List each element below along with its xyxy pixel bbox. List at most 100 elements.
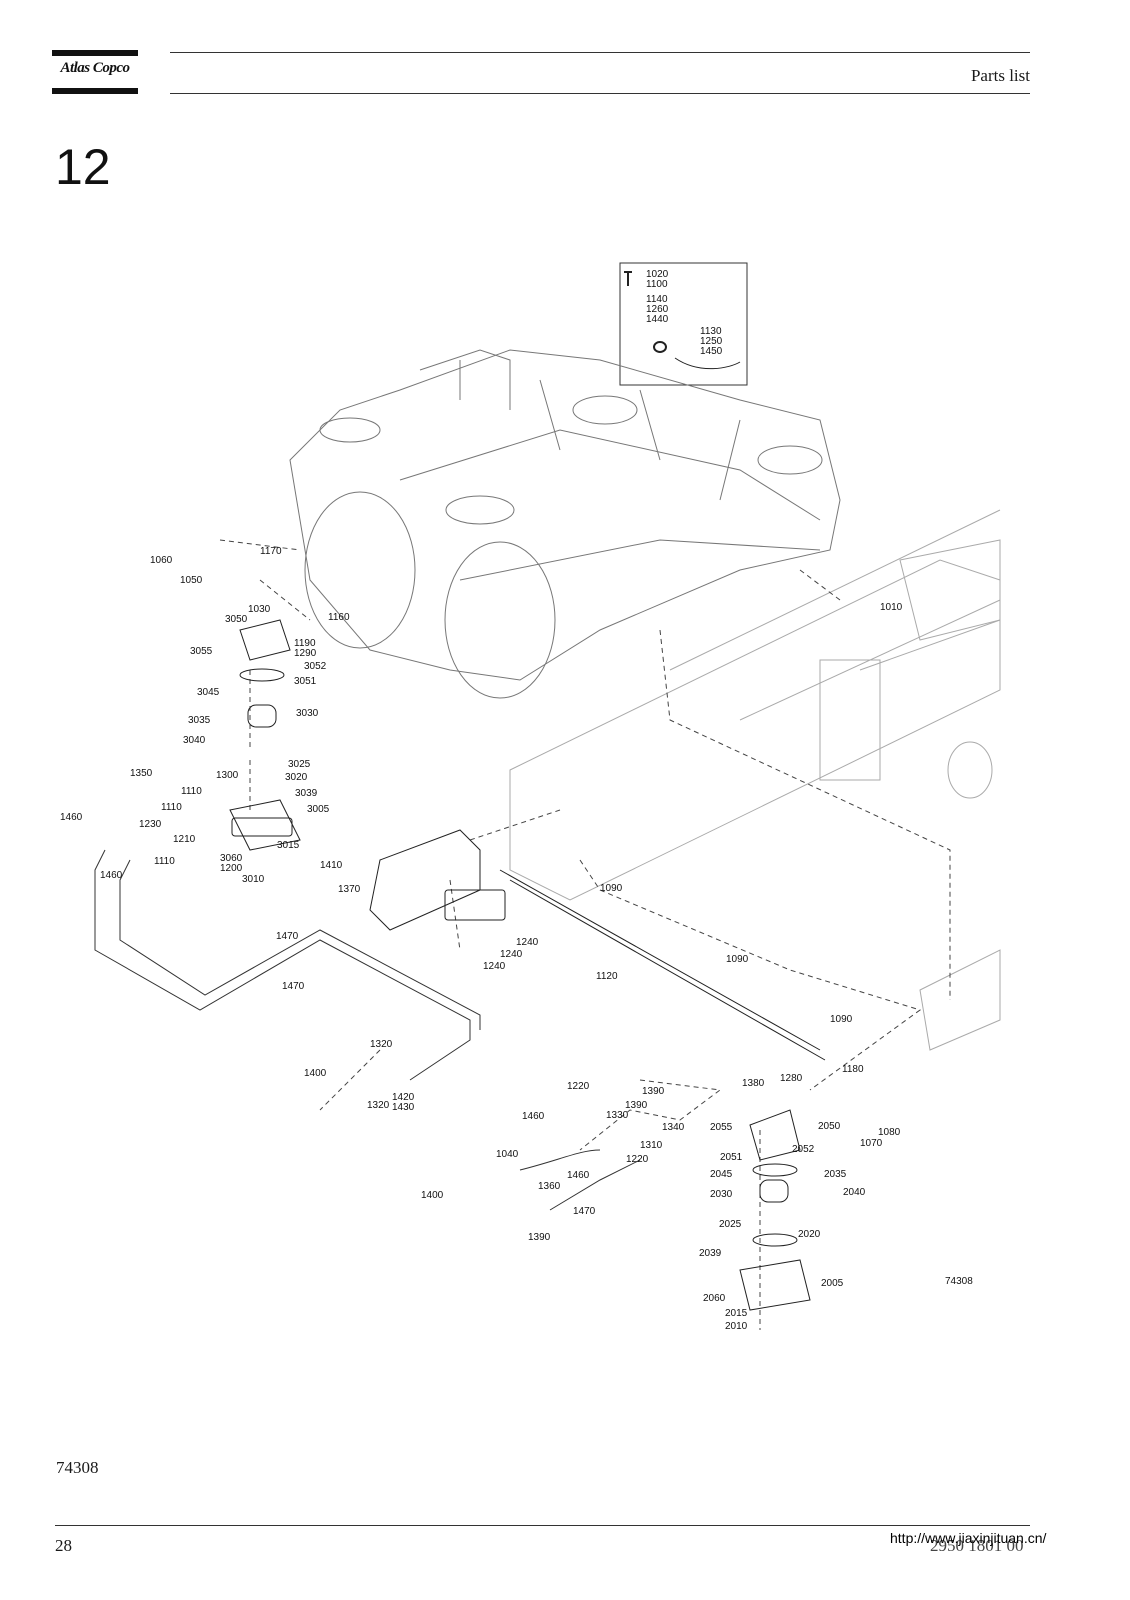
callout: 1460 (60, 812, 83, 823)
callout: 1110 (161, 802, 182, 813)
callout: 2035 (824, 1169, 847, 1180)
callout: 3052 (304, 661, 327, 672)
callout: 1050 (180, 575, 203, 586)
callout: 1210 (173, 834, 196, 845)
callout: 2010 (725, 1321, 748, 1332)
logo-text: Atlas Copco (60, 60, 130, 76)
callout: 3050 (225, 614, 248, 625)
callout: 1360 (538, 1181, 561, 1192)
callout: 3045 (197, 687, 220, 698)
callout: 1180 (842, 1064, 864, 1075)
callout: 3035 (188, 715, 211, 726)
callout: 1330 (606, 1110, 629, 1121)
callout: 1100 (646, 279, 668, 290)
callout: 3020 (285, 772, 308, 783)
callout: 1140 (646, 294, 668, 305)
frame-structure (509, 509, 1001, 1051)
callout: 3005 (307, 804, 330, 815)
callout: 3039 (295, 788, 318, 799)
callout: 1040 (496, 1149, 519, 1160)
callout: 1260 (646, 304, 669, 315)
callout: 1390 (528, 1232, 551, 1243)
callout: 2030 (710, 1189, 733, 1200)
callout: 1220 (626, 1154, 649, 1165)
watermark-url: http://www.jiaxinjituan.cn/ (890, 1530, 1047, 1546)
callout: 1160 (328, 612, 350, 623)
callout: 1200 (220, 863, 243, 874)
callout: 1090 (726, 954, 749, 965)
atlas-copco-logo: Atlas Copco (52, 50, 138, 94)
callout: 3010 (242, 874, 265, 885)
header-rule-top (170, 52, 1030, 53)
callout: 1170 (260, 546, 282, 557)
callout: 1400 (421, 1190, 444, 1201)
hose-lines (94, 849, 641, 1211)
callout: 2055 (710, 1122, 733, 1133)
logo-bar-bottom (52, 88, 138, 94)
callout: 1060 (150, 555, 173, 566)
callout: 1320 (370, 1039, 393, 1050)
valve-block (369, 829, 506, 931)
callout: 1030 (248, 604, 271, 615)
figure-reference: 74308 (56, 1458, 99, 1477)
callout: 3015 (277, 840, 300, 851)
header-rule-bottom (170, 93, 1030, 94)
callout: 1410 (320, 860, 343, 871)
callout: 1460 (522, 1111, 545, 1122)
callout: 2020 (798, 1229, 821, 1240)
callout: 1240 (500, 949, 523, 960)
document-number: 2950 1801 00 (930, 1536, 1024, 1555)
callout: 1470 (276, 931, 299, 942)
callout: 1110 (154, 856, 175, 867)
callout: 1250 (700, 336, 723, 347)
callout: 2015 (725, 1308, 748, 1319)
callout: 2052 (792, 1144, 815, 1155)
callout: 3040 (183, 735, 206, 746)
callout: 1460 (567, 1170, 590, 1181)
callout: 1310 (640, 1140, 663, 1151)
callout: 1390 (625, 1100, 648, 1111)
callout: 2050 (818, 1121, 841, 1132)
callout: 2045 (710, 1169, 733, 1180)
callout: 1110 (181, 786, 202, 797)
logo-bar-top (52, 50, 138, 56)
callout: 1460 (100, 870, 123, 881)
callout: 1090 (830, 1014, 853, 1025)
callout: 1070 (860, 1138, 883, 1149)
callout: 3025 (288, 759, 311, 770)
callout: 1240 (483, 961, 506, 972)
callout: 1390 (642, 1086, 665, 1097)
callout: 3051 (294, 676, 317, 687)
callout: 1320 (367, 1100, 390, 1111)
compressor-housing (289, 349, 841, 699)
callout: 1090 (600, 883, 623, 894)
callout: 1300 (216, 770, 239, 781)
footer-rule (55, 1525, 1030, 1526)
callout: 1290 (294, 648, 317, 659)
callout: 3030 (296, 708, 319, 719)
page-number: 28 (55, 1536, 72, 1555)
callout: 74308 (945, 1276, 973, 1287)
callout: 1010 (880, 602, 903, 613)
header-title: Parts list (970, 66, 1030, 85)
callout: 1120 (596, 971, 618, 982)
callout: 2060 (703, 1293, 726, 1304)
callout: 1280 (780, 1073, 803, 1084)
callout: 1080 (878, 1127, 901, 1138)
callout: 1340 (662, 1122, 685, 1133)
callout: 1020 (646, 269, 669, 280)
callout-labels: 1020 1100 1140 1260 1440 1130 1250 1450 … (60, 269, 973, 1332)
callout: 1440 (646, 314, 669, 325)
callout: 1450 (700, 346, 723, 357)
callout: 1350 (130, 768, 153, 779)
callout: 1130 (700, 326, 722, 337)
callout: 1380 (742, 1078, 765, 1089)
callout: 1190 (294, 638, 316, 649)
callout: 2040 (843, 1187, 866, 1198)
callout: 1400 (304, 1068, 327, 1079)
callout: 1240 (516, 937, 539, 948)
filter-assembly-left (229, 619, 301, 851)
callout: 2039 (699, 1248, 722, 1259)
silencer-rail (499, 869, 826, 1061)
callout: 1470 (282, 981, 305, 992)
